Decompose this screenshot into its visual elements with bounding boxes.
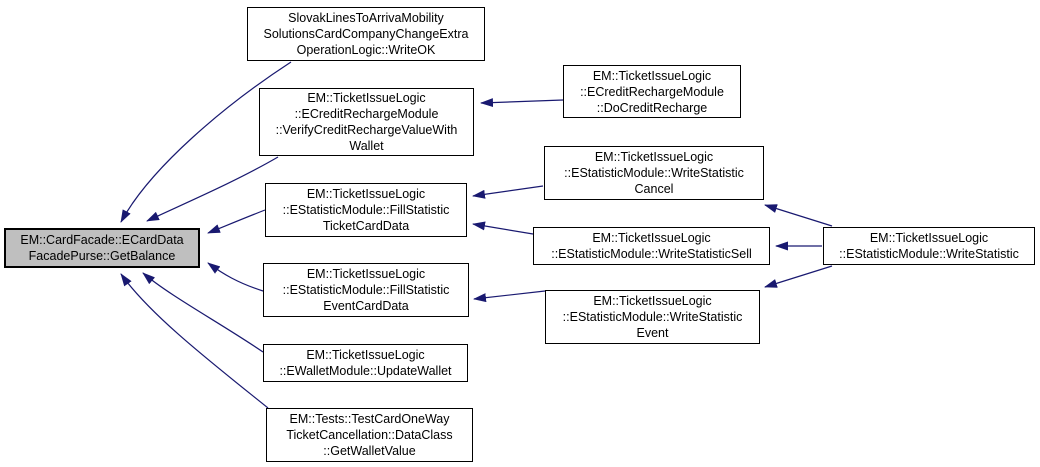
- node-fillstatisticeventcarddata[interactable]: EM::TicketIssueLogic ::EStatisticModule:…: [263, 263, 469, 317]
- node-writestatisticsell[interactable]: EM::TicketIssueLogic ::EStatisticModule:…: [533, 227, 770, 265]
- edge-writestatistic-to-writestatisticcancel: [764, 204, 833, 227]
- node-writestatisticcancel[interactable]: EM::TicketIssueLogic ::EStatisticModule:…: [544, 146, 764, 200]
- node-getwalletvalue-label: EM::Tests::TestCardOneWay TicketCancella…: [286, 412, 453, 458]
- edge-fillstatisticticket-to-getbalance: [207, 209, 266, 234]
- node-updatewallet-label: EM::TicketIssueLogic ::EWalletModule::Up…: [279, 348, 452, 378]
- node-updatewallet[interactable]: EM::TicketIssueLogic ::EWalletModule::Up…: [263, 344, 468, 382]
- node-docreditrecharge[interactable]: EM::TicketIssueLogic ::ECreditRechargeMo…: [563, 65, 741, 118]
- node-writestatistic[interactable]: EM::TicketIssueLogic ::EStatisticModule:…: [823, 227, 1035, 265]
- edge-getwalletvalue-to-getbalance: [120, 273, 269, 409]
- edge-writestatisticsell-to-fillstatisticticket: [472, 221, 534, 235]
- node-writestatisticsell-label: EM::TicketIssueLogic ::EStatisticModule:…: [551, 231, 752, 261]
- node-getbalance-label: EM::CardFacade::ECardData FacadePurse::G…: [20, 233, 184, 263]
- edge-writestatisticevent-to-fillstatisticevent: [473, 290, 546, 303]
- node-verifycreditrechargevaluewithwallet[interactable]: EM::TicketIssueLogic ::ECreditRechargeMo…: [259, 88, 474, 156]
- node-getwalletvalue[interactable]: EM::Tests::TestCardOneWay TicketCancella…: [266, 408, 473, 462]
- node-fillstatisticticketcarddata-label: EM::TicketIssueLogic ::EStatisticModule:…: [282, 187, 450, 233]
- node-getbalance: EM::CardFacade::ECardData FacadePurse::G…: [4, 228, 200, 268]
- node-docreditrecharge-label: EM::TicketIssueLogic ::ECreditRechargeMo…: [580, 68, 724, 115]
- edge-fillstatisticevent-to-getbalance: [207, 262, 264, 292]
- edge-docreditrecharge-to-verifycreditrecharge: [480, 98, 564, 108]
- edge-writestatisticcancel-to-fillstatisticticket: [472, 185, 544, 199]
- edge-writestatistic-to-writestatisticevent: [764, 265, 833, 288]
- node-writestatistic-label: EM::TicketIssueLogic ::EStatisticModule:…: [839, 231, 1019, 261]
- node-writeok-label: SlovakLinesToArrivaMobility SolutionsCar…: [263, 11, 469, 57]
- edge-updatewallet-to-getbalance: [142, 272, 264, 353]
- node-writeok[interactable]: SlovakLinesToArrivaMobility SolutionsCar…: [247, 7, 485, 61]
- node-verifycreditrechargevaluewithwallet-label: EM::TicketIssueLogic ::ECreditRechargeMo…: [275, 91, 458, 153]
- node-fillstatisticeventcarddata-label: EM::TicketIssueLogic ::EStatisticModule:…: [282, 267, 450, 313]
- edge-verifycreditrecharge-to-getbalance: [146, 156, 279, 222]
- edge-writeok-to-getbalance: [120, 61, 292, 223]
- node-writestatisticevent-label: EM::TicketIssueLogic ::EStatisticModule:…: [562, 294, 743, 340]
- node-fillstatisticticketcarddata[interactable]: EM::TicketIssueLogic ::EStatisticModule:…: [265, 183, 467, 237]
- node-writestatisticevent[interactable]: EM::TicketIssueLogic ::EStatisticModule:…: [545, 290, 760, 344]
- node-writestatisticcancel-label: EM::TicketIssueLogic ::EStatisticModule:…: [564, 150, 744, 196]
